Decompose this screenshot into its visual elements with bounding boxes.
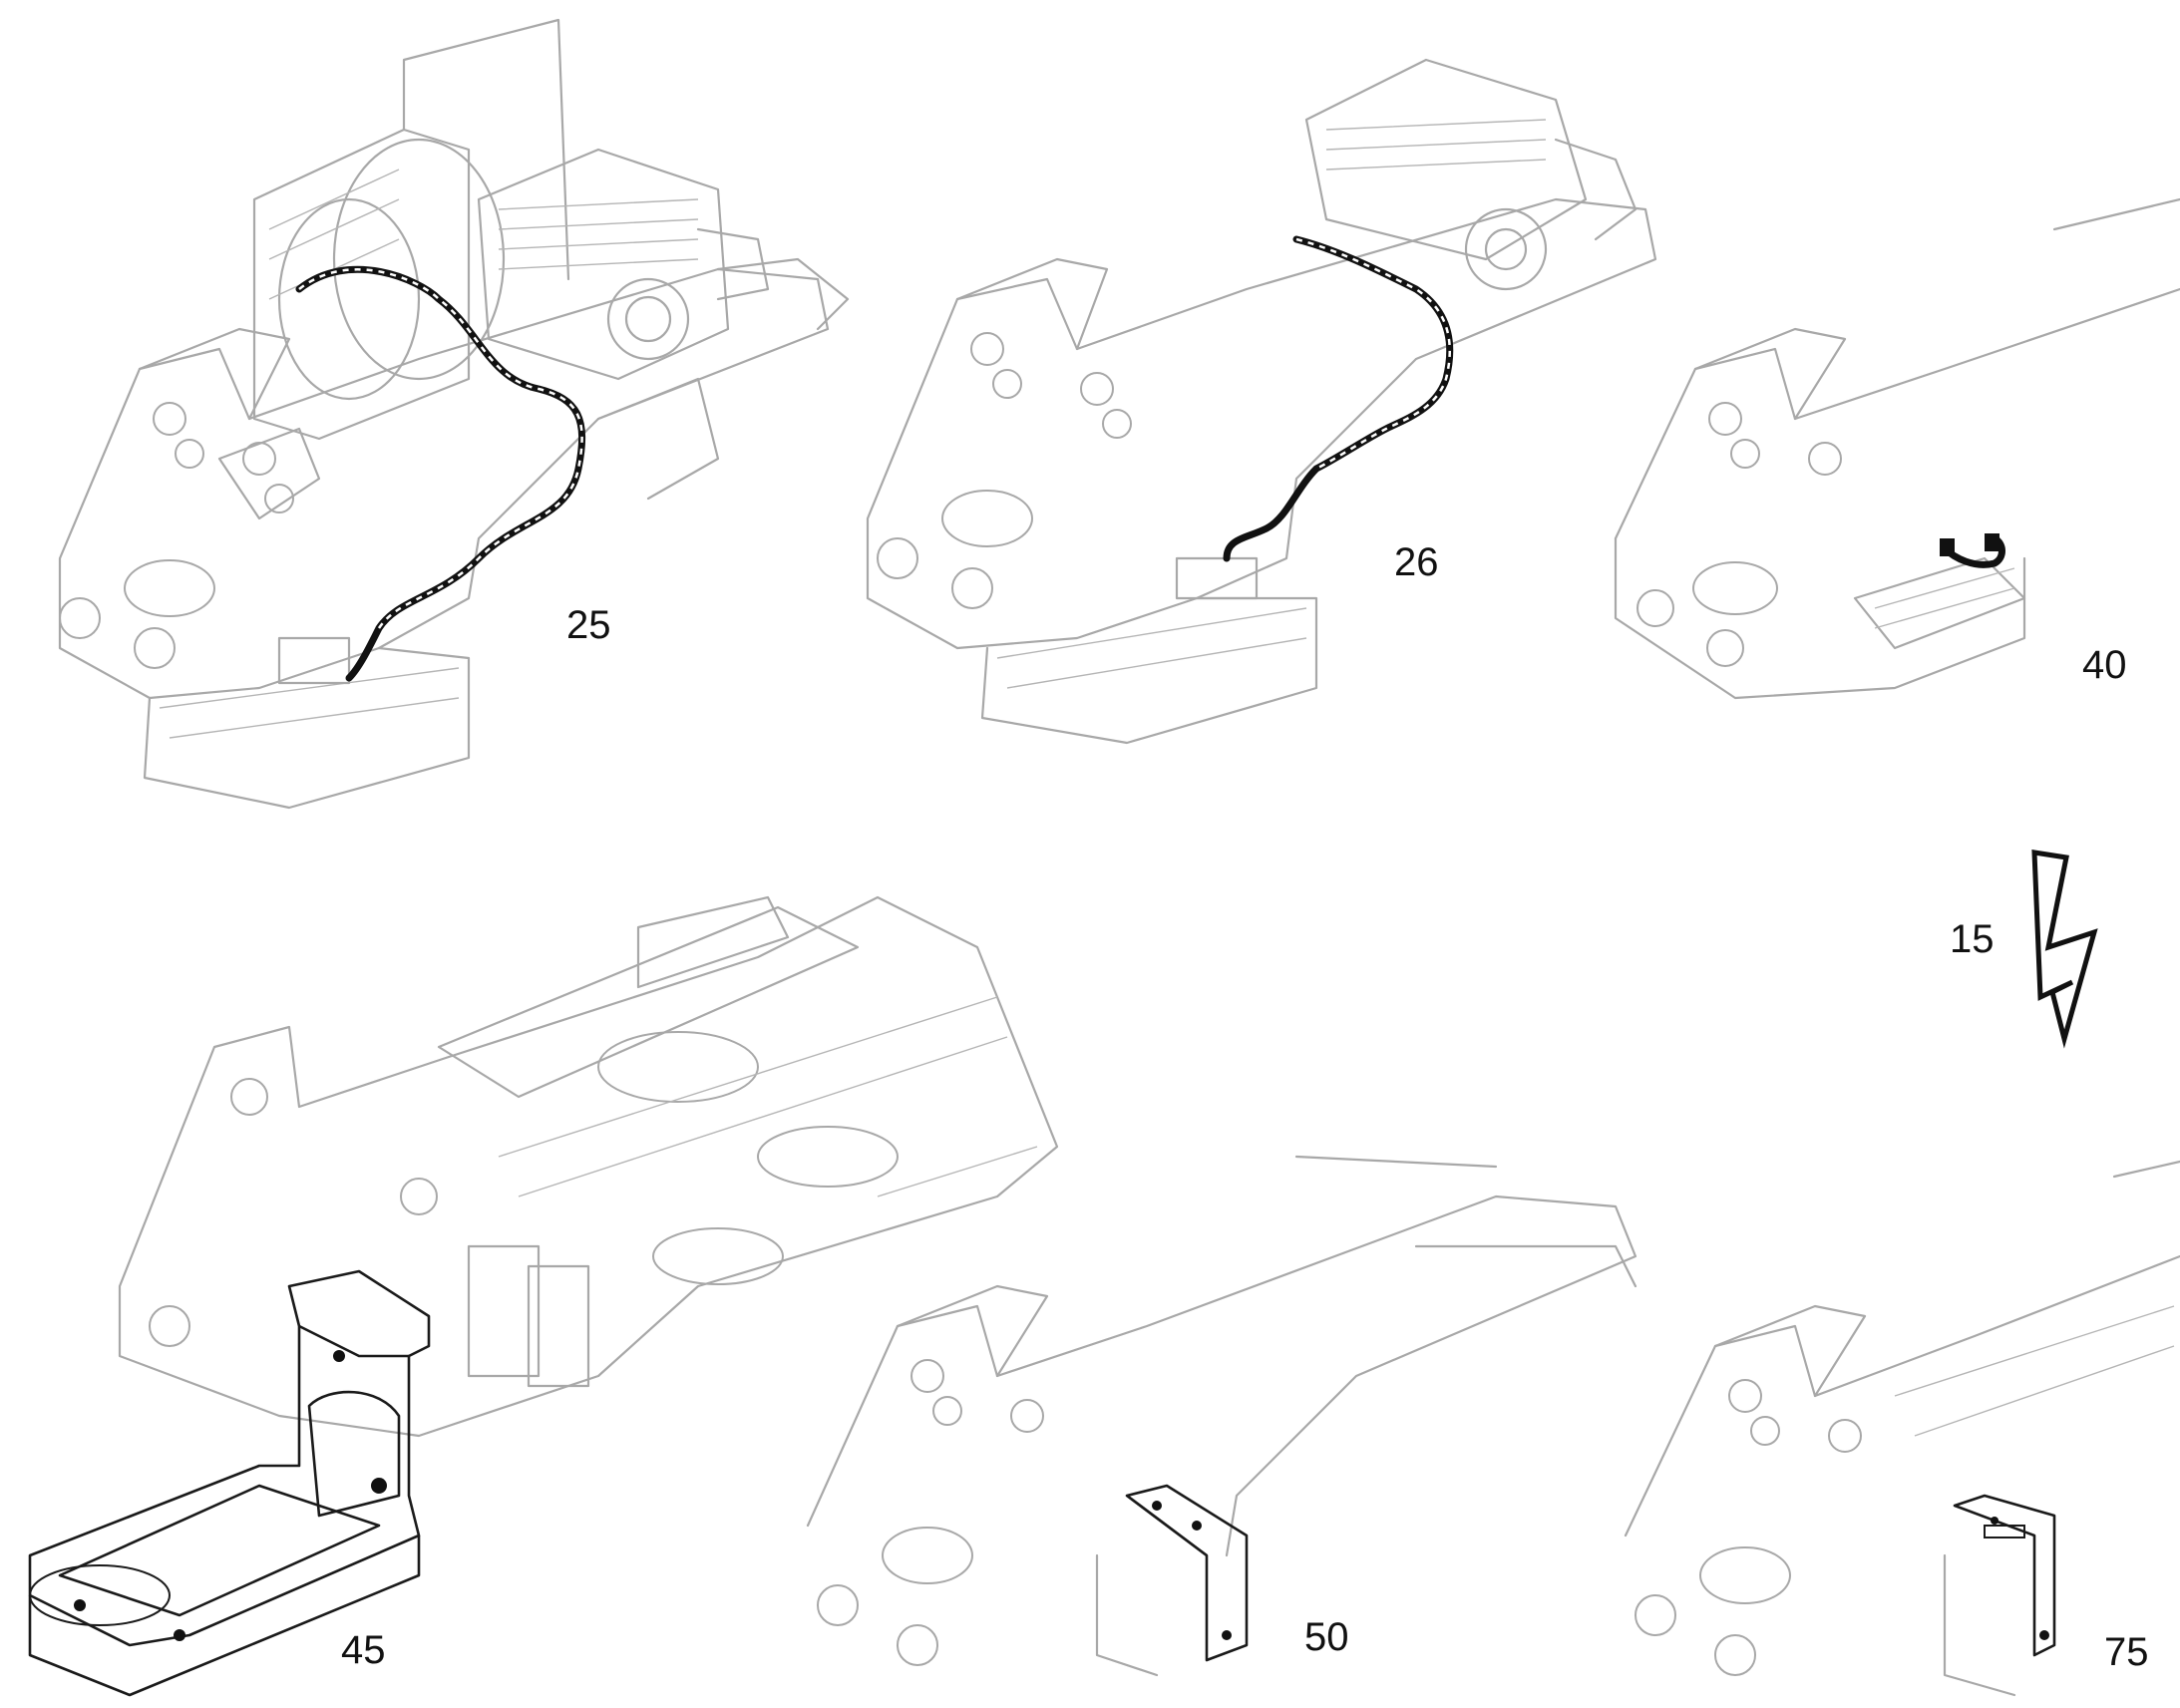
view-label-50: 50	[1304, 1615, 1349, 1659]
support-bracket-45[interactable]	[28, 1269, 431, 1697]
engine-block-26	[1304, 58, 1637, 291]
main-frame-26	[866, 197, 1657, 745]
mounting-box-50[interactable]	[1125, 1484, 1249, 1662]
engine-block	[477, 148, 770, 381]
view-label-26: 26	[1394, 540, 1439, 584]
main-frame-45	[118, 895, 1059, 1438]
view-75-assembly: 75	[1624, 1160, 2180, 1697]
view-45-assembly: 45	[28, 895, 1059, 1697]
main-frame-40	[1614, 197, 2180, 700]
wiring-harness-40	[1940, 533, 2005, 568]
main-frame-25	[58, 257, 850, 810]
cooling-pack	[252, 18, 570, 441]
main-frame-50	[806, 1155, 1637, 1677]
view-label-45: 45	[341, 1628, 386, 1672]
lightning-bolt-icon	[2031, 850, 2098, 1049]
view-label-40: 40	[2082, 643, 2127, 687]
wiring-harness-25	[295, 265, 586, 682]
view-40-assembly: 40	[1614, 197, 2180, 700]
electrical-symbol-label: 15	[1950, 917, 1995, 961]
wiring-harness-26	[1223, 235, 1454, 562]
view-label-75: 75	[2104, 1630, 2149, 1674]
mounting-plate-75[interactable]	[1953, 1494, 2056, 1657]
main-frame-75	[1624, 1160, 2180, 1697]
view-label-25: 25	[566, 603, 611, 647]
view-26-assembly: 26	[866, 58, 1657, 745]
electrical-symbol: 15	[1950, 850, 2098, 1049]
view-25-assembly: 25	[58, 18, 850, 810]
view-50-assembly: 50	[806, 1155, 1637, 1677]
